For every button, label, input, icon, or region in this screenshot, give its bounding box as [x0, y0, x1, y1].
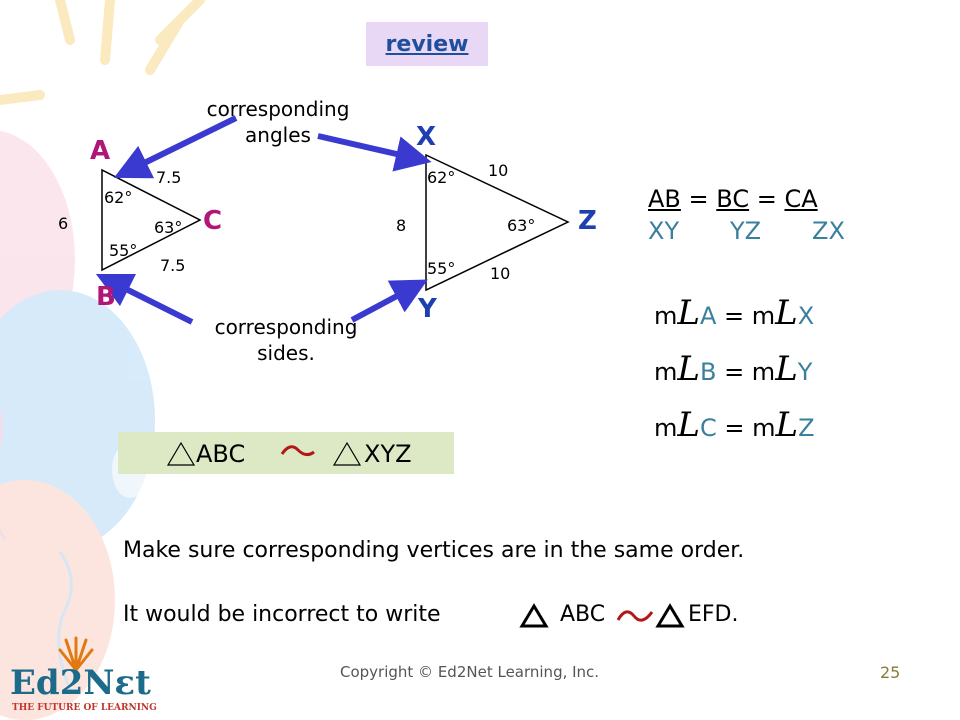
- vertex-y: Y: [418, 294, 437, 324]
- ratio-top: AB = BC = CA: [648, 187, 818, 211]
- triangle-symbol-icon: [332, 441, 362, 466]
- angle-a: 62°: [104, 188, 133, 207]
- angle-symbol-icon: L: [677, 293, 700, 333]
- angle-c: 63°: [154, 218, 183, 237]
- arrow-angles-to-a: [113, 115, 238, 179]
- angle-y: 55°: [427, 259, 456, 278]
- side-bc: 7.5: [160, 256, 186, 275]
- arrow-sides-to-y: [350, 279, 428, 323]
- angle-eq-c-left: C: [699, 414, 717, 442]
- triangle-symbol-icon: [519, 603, 549, 628]
- angle-eq-b-eq: = m: [716, 358, 776, 386]
- callout-sides: corresponding sides.: [196, 314, 376, 366]
- ratio-ab: AB: [648, 185, 681, 213]
- similarity-statement: [118, 432, 454, 474]
- side-ac: 7.5: [156, 168, 182, 187]
- vertex-c: C: [203, 206, 223, 236]
- ratio-yz: YZ: [730, 217, 762, 245]
- ratio-eq2: =: [756, 185, 777, 213]
- angle-eq-c-eq: = m: [716, 414, 776, 442]
- ratio-zx: ZX: [812, 217, 845, 245]
- angle-z: 63°: [507, 216, 536, 235]
- ratio-ca: CA: [784, 185, 818, 213]
- angle-eq-c: mLC = mLZ: [654, 408, 815, 442]
- callout-angles-line1: corresponding: [206, 97, 350, 121]
- angle-symbol-icon: L: [677, 405, 700, 445]
- callout-angles: corresponding angles: [188, 96, 368, 148]
- angle-eq-a-left: A: [699, 302, 717, 330]
- angle-eq-a: mLA = mLX: [654, 296, 814, 330]
- angle-symbol-icon: L: [677, 349, 700, 389]
- angle-eq-c-right: Z: [798, 414, 815, 442]
- angle-eq-a-m1: m: [654, 302, 678, 330]
- angle-eq-b-m1: m: [654, 358, 678, 386]
- triangle-xyz: [425, 153, 570, 292]
- vertex-z: Z: [578, 206, 597, 236]
- ed2net-logo: Ed2Nεt THE FUTURE OF LEARNING: [8, 636, 168, 716]
- similarity-right: XYZ: [364, 440, 412, 468]
- callout-sides-line1: corresponding: [214, 315, 358, 339]
- angle-eq-b-left: B: [699, 358, 717, 386]
- logo-sun-icon: [58, 636, 94, 672]
- ratio-xy: XY: [648, 217, 680, 245]
- angle-eq-a-right: X: [797, 302, 815, 330]
- similar-symbol-icon: [616, 610, 654, 622]
- review-label: review: [385, 31, 469, 57]
- angle-x: 62°: [427, 168, 456, 187]
- vertex-b: B: [96, 282, 116, 312]
- copyright-text: Copyright © Ed2Net Learning, Inc.: [340, 663, 600, 681]
- triangle-symbol-icon: [166, 441, 196, 466]
- instruction-line-2-post: EFD.: [688, 602, 739, 627]
- side-yz: 10: [490, 264, 511, 283]
- side-xz: 10: [488, 161, 509, 180]
- review-badge: review: [366, 22, 488, 66]
- logo-tagline: THE FUTURE OF LEARNING: [12, 703, 157, 713]
- callout-angles-line2: angles: [245, 123, 311, 147]
- vertex-a: A: [90, 136, 111, 166]
- angle-eq-a-eq: = m: [716, 302, 776, 330]
- similarity-symbols: [166, 441, 362, 466]
- angle-eq-c-m1: m: [654, 414, 678, 442]
- sentence-symbols: [519, 603, 685, 628]
- instruction-line-1: Make sure corresponding vertices are in …: [123, 538, 745, 563]
- similar-symbol-icon: [280, 445, 315, 457]
- triangle-symbol-icon: [655, 603, 685, 628]
- logo-text: Ed2Nεt: [10, 663, 151, 703]
- ratio-bc: BC: [716, 185, 750, 213]
- instruction-line-2-mid: ABC: [560, 602, 606, 627]
- callout-sides-line2: sides.: [257, 341, 315, 365]
- arrow-sides-to-bc: [95, 273, 194, 325]
- vertex-x: X: [416, 122, 437, 152]
- angle-eq-b: mLB = mLY: [654, 352, 812, 386]
- side-ab: 6: [58, 214, 69, 233]
- angle-eq-b-right: Y: [797, 358, 813, 386]
- page-number: 25: [880, 663, 901, 682]
- angle-b: 55°: [109, 241, 138, 260]
- arrow-angles-to-x: [317, 133, 432, 172]
- angle-symbol-icon: L: [775, 349, 798, 389]
- instruction-line-2-pre: It would be incorrect to write: [123, 602, 441, 627]
- side-xy: 8: [396, 216, 407, 235]
- angle-symbol-icon: L: [775, 405, 799, 445]
- triangle-abc: [101, 168, 202, 272]
- angle-symbol-icon: L: [775, 293, 798, 333]
- similarity-left: ABC: [196, 440, 246, 468]
- ratio-eq1: =: [688, 185, 709, 213]
